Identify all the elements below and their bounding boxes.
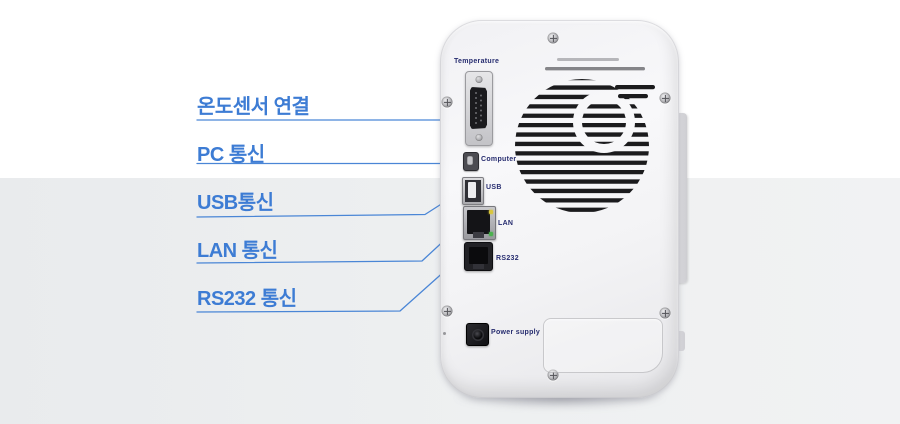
power-jack-hole [473, 330, 482, 339]
rs232-inner [469, 247, 488, 264]
callout-label-usb: USB통신 [197, 192, 274, 214]
connector-screw-icon [475, 134, 483, 141]
computer-port [463, 152, 479, 171]
vent-grille-icon [505, 58, 665, 212]
lan-port [463, 206, 496, 240]
temperature-port [465, 71, 493, 146]
screw-icon [547, 369, 559, 381]
callout-label-pc: PC 통신 [197, 144, 265, 166]
reset-pinhole [443, 332, 446, 335]
port-label-power: Power supply [491, 329, 541, 336]
lan-led-yellow-icon [489, 210, 493, 214]
rs232-port [464, 242, 493, 271]
usb-tongue [468, 182, 476, 198]
screw-icon [659, 92, 671, 104]
dsub-pins-icon [475, 92, 482, 124]
screw-icon [659, 307, 671, 319]
usb-port [462, 177, 484, 205]
lan-led-green-icon [489, 232, 493, 236]
port-label-temperature: Temperature [454, 58, 500, 65]
rs232-clip [473, 264, 484, 269]
callout-label-temperature: 온도센서 연결 [197, 96, 310, 118]
dsub-insert [470, 87, 487, 129]
connector-screw-icon [475, 76, 483, 83]
battery-cover-panel [543, 318, 663, 373]
callout-label-lan: LAN 통신 [197, 240, 278, 262]
screw-icon [441, 305, 453, 317]
port-label-rs232: RS232 [496, 255, 519, 262]
device-side-tab-small [677, 331, 685, 351]
device-side-tab [677, 113, 687, 283]
screw-icon [547, 32, 559, 44]
miniusb-slot [467, 156, 473, 165]
port-label-usb: USB [486, 184, 502, 191]
lan-clip [473, 232, 484, 238]
port-label-lan: LAN [498, 220, 514, 227]
callout-line-rs232 [196, 260, 457, 313]
lan-inner [467, 210, 490, 234]
device-back-panel: Temperature Computer USB [440, 20, 679, 398]
power-jack [466, 323, 489, 346]
port-label-computer: Computer [481, 156, 517, 163]
screw-icon [441, 96, 453, 108]
callout-label-rs232: RS232 통신 [197, 288, 297, 310]
